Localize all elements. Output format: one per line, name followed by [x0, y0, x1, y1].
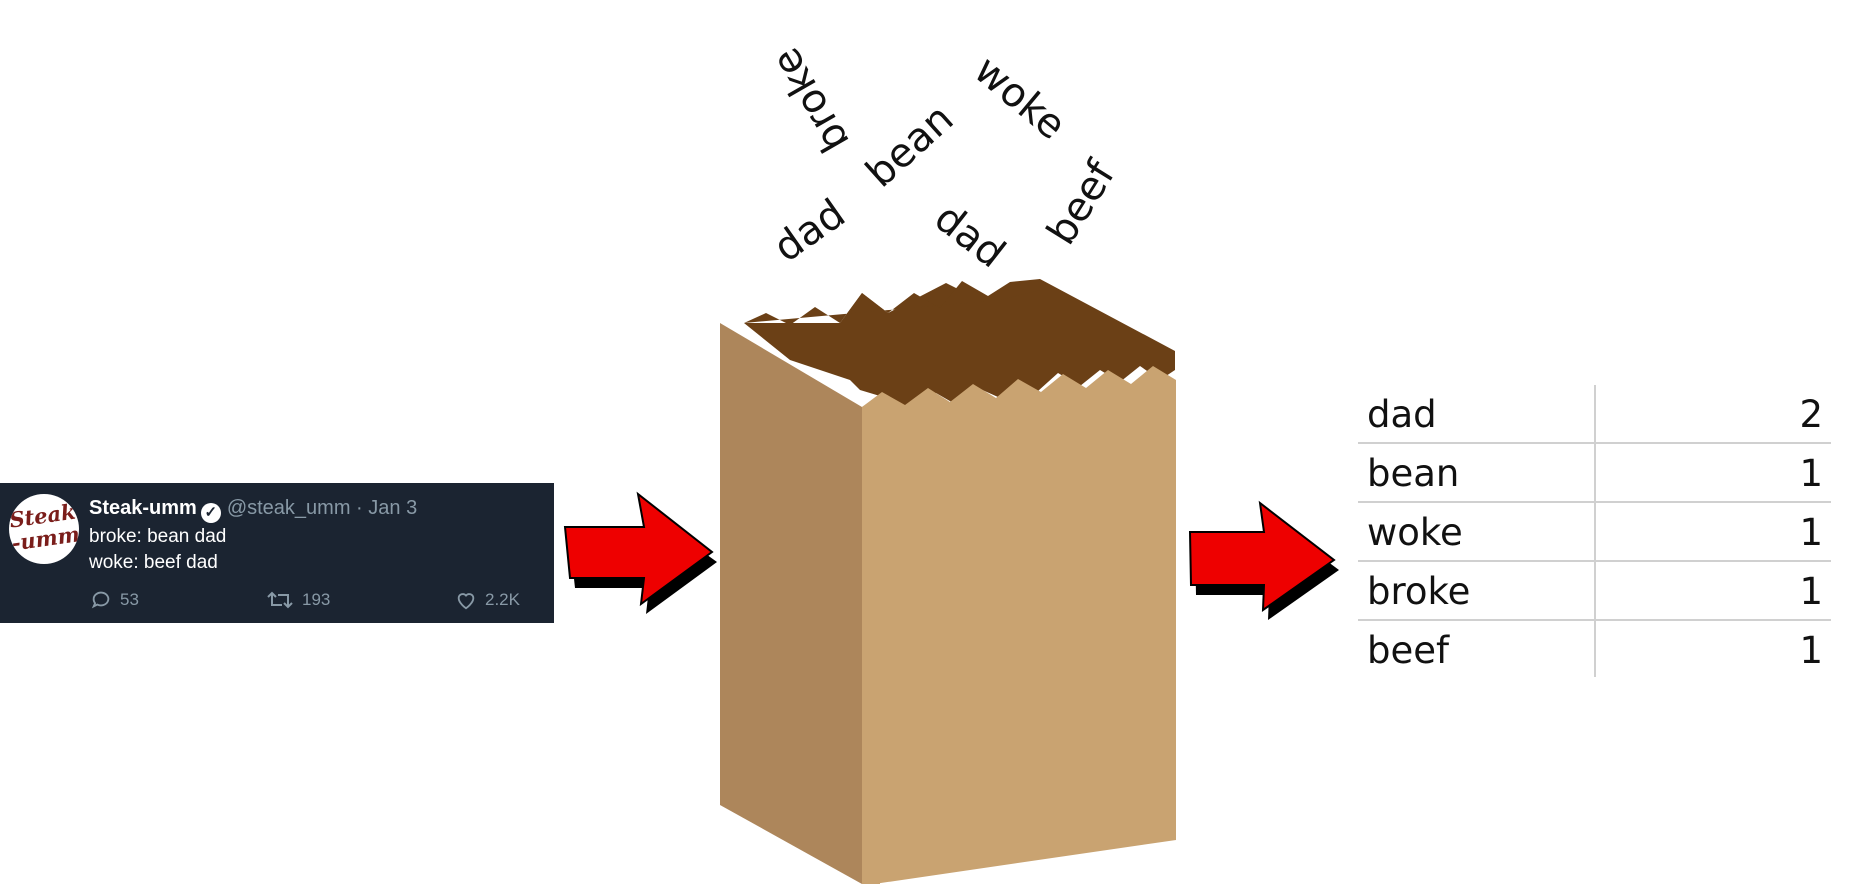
table-row-divider — [1358, 619, 1831, 621]
table-row-divider — [1358, 560, 1831, 562]
paper-bag-front — [862, 353, 1176, 884]
avatar[interactable]: Steak -umm — [9, 494, 79, 564]
table-cell-word: broke — [1367, 570, 1471, 613]
reply-icon — [91, 591, 110, 609]
table-cell-count: 1 — [1799, 629, 1823, 672]
table-row: broke 1 — [1355, 562, 1831, 621]
table-cell-word: woke — [1367, 511, 1463, 554]
tweet-author-name[interactable]: Steak-umm — [89, 497, 197, 519]
retweet-icon — [267, 591, 293, 609]
table-cell-word: dad — [1367, 393, 1437, 436]
table-cell-count: 1 — [1799, 452, 1823, 495]
reply-button[interactable]: 53 — [90, 589, 139, 615]
table-column-divider — [1594, 385, 1596, 677]
table-row: bean 1 — [1355, 444, 1831, 503]
paper-bag-top-teeth — [744, 279, 1040, 325]
table-row: woke 1 — [1355, 503, 1831, 562]
verified-badge-icon: ✓ — [200, 503, 221, 523]
table-cell-word: bean — [1367, 452, 1460, 495]
tweet-header: Steak-umm✓@steak_umm · Jan 3 — [89, 497, 417, 523]
tweet-author-handle[interactable]: @steak_umm — [226, 497, 351, 519]
tweet-date[interactable]: Jan 3 — [368, 497, 418, 519]
tweet-text-line: woke: beef dad — [89, 552, 218, 573]
reply-count: 53 — [120, 590, 139, 609]
tweet-card[interactable]: Steak -umm Steak-umm✓@steak_umm · Jan 3 … — [0, 483, 554, 623]
retweet-count: 193 — [302, 590, 331, 609]
paper-bag-icon — [720, 279, 1176, 884]
retweet-button[interactable]: 193 — [266, 589, 330, 615]
table-cell-count: 2 — [1799, 393, 1823, 436]
word-count-table: dad 2 bean 1 woke 1 broke 1 beef 1 — [1355, 385, 1831, 677]
paper-bag-front-edge — [862, 395, 880, 884]
table-cell-count: 1 — [1799, 570, 1823, 613]
table-row-divider — [1358, 442, 1831, 444]
like-count: 2.2K — [485, 590, 520, 609]
table-cell-word: beef — [1367, 629, 1450, 672]
like-button[interactable]: 2.2K — [455, 589, 520, 615]
tweet-separator: · — [356, 497, 363, 519]
table-cell-count: 1 — [1799, 511, 1823, 554]
tweet-text-line: broke: bean dad — [89, 526, 227, 547]
table-row-divider — [1358, 501, 1831, 503]
right-arrow-icon — [563, 491, 717, 614]
table-row: beef 1 — [1355, 621, 1831, 680]
paper-bag-side — [720, 323, 862, 884]
right-arrow-icon — [1188, 500, 1339, 620]
table-row: dad 2 — [1355, 385, 1831, 444]
heart-icon — [457, 593, 475, 610]
